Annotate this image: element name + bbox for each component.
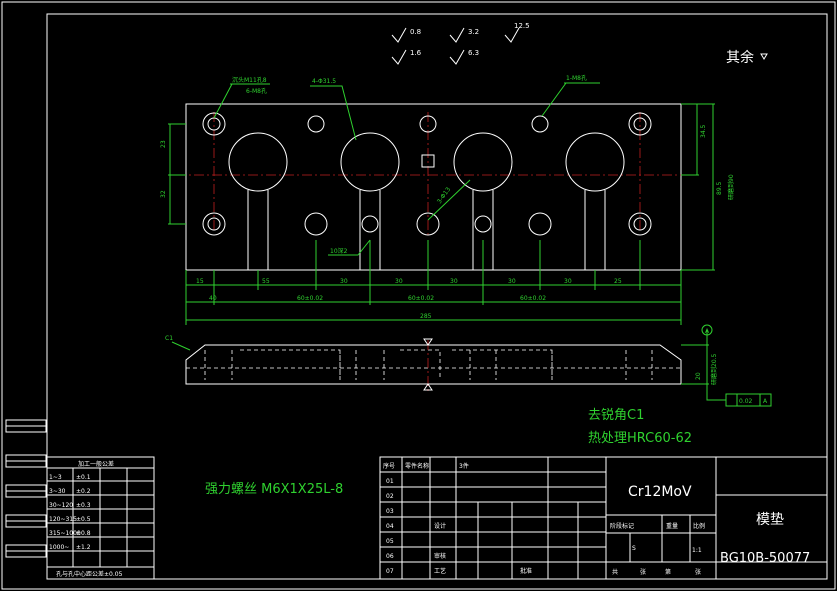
note-line2: 热处理HRC60-62	[588, 431, 692, 446]
pl-h1: 零件名称	[405, 462, 429, 470]
pl-note-approve: 批准	[520, 567, 532, 575]
scale-label: 比例	[693, 522, 705, 530]
dim-40: 40	[209, 295, 217, 302]
flat-datum: A	[763, 398, 768, 405]
hole-mid-note: 4-Φ31.5	[312, 78, 336, 85]
rough-6-3: 6.3	[468, 49, 479, 57]
tolerance-table: 加工一般公差 1~3 ±0.1 3~30 ±0.2 30~120 ±0.3 12…	[46, 456, 155, 580]
parts-list: 序号 零件名称 3件 01 02 03 04 05 06 07 设计 审核 工艺…	[379, 456, 828, 580]
sheet-label2: 张	[695, 568, 701, 576]
stage-label: 阶段标记	[610, 522, 634, 530]
pl-n04: 04	[386, 523, 394, 530]
dim-20-label: 研磨到20.5	[710, 353, 718, 385]
dim-89-label: 研磨到90	[727, 174, 735, 200]
hole-left-note: 沉头M11孔8	[232, 76, 267, 84]
side-strip	[5, 419, 47, 558]
tol-r4-val: ±0.8	[76, 530, 91, 537]
hole-small-note: 3-Φ13	[436, 186, 452, 205]
dim-60c: 60±0.02	[520, 295, 546, 302]
dim-30b: 30	[395, 278, 403, 285]
top-view	[176, 103, 694, 271]
dim-30e: 30	[564, 278, 572, 285]
datum-a: A	[705, 328, 710, 335]
pl-n07: 07	[386, 568, 394, 575]
part-name: 模垫	[756, 512, 784, 528]
tol-r3-val: ±0.5	[76, 516, 91, 523]
tol-r1-val: ±0.2	[76, 488, 91, 495]
title-block: Cr12MoV 模垫 BG10B-50077 阶段标记 重量 比例 1:1 S …	[605, 457, 827, 579]
tol-footer: 孔与孔中心距公差±0.05	[56, 570, 123, 578]
tol-r2-range: 30~120	[49, 502, 73, 509]
dim-60b: 60±0.02	[408, 295, 434, 302]
pl-h2: 3件	[459, 462, 469, 470]
pl-n06: 06	[386, 553, 394, 560]
screw-note: 强力螺丝 M6X1X25L-8	[205, 482, 343, 497]
side-view: C1 A 20 研磨到20.5 0.02 A	[165, 324, 772, 407]
tol-r4-range: 315~1000	[49, 530, 81, 537]
chamfer-note: C1	[165, 335, 173, 342]
dim-23: 23	[160, 140, 167, 148]
pl-n01: 01	[386, 478, 394, 485]
dim-30c: 30	[450, 278, 458, 285]
drawing-code: BG10B-50077	[720, 551, 810, 566]
material: Cr12MoV	[628, 484, 692, 500]
dim-285: 285	[420, 313, 432, 320]
pl-h0: 序号	[383, 462, 395, 470]
tol-r3-range: 120~315	[49, 516, 77, 523]
sheet-no: 第	[665, 568, 671, 576]
dim-25: 25	[614, 278, 622, 285]
rough-3-2: 3.2	[468, 28, 479, 36]
tol-r2-val: ±0.3	[76, 502, 91, 509]
pl-n03: 03	[386, 508, 394, 515]
rough-0-8: 0.8	[410, 28, 421, 36]
top-annotations: 沉头M11孔8 6-M8孔 4-Φ31.5 1-M8孔 3-Φ13 10深2 2…	[160, 74, 735, 271]
tol-r0-val: ±0.1	[76, 474, 91, 481]
tol-r5-range: 1000~	[49, 544, 69, 551]
flat-tol: 0.02	[739, 398, 753, 405]
stage-value: S	[632, 545, 636, 552]
slot-note: 10深2	[330, 247, 348, 255]
pl-note-process: 工艺	[434, 567, 446, 575]
sheet-label: 张	[640, 568, 646, 576]
dim-20: 20	[695, 372, 702, 380]
horizontal-dims: 15 55 30 30 30 30 30 25 40 60±0.02 60±0.…	[185, 240, 682, 325]
dim-89-5: 89.5	[716, 181, 723, 195]
dim-55: 55	[262, 278, 270, 285]
dim-32: 32	[160, 190, 167, 198]
notes: 去锐角C1 热处理HRC60-62 强力螺丝 M6X1X25L-8	[205, 408, 692, 497]
tol-r0-range: 1~3	[49, 474, 62, 481]
roughness-legend: 0.8 3.2 12.5 1.6 6.3 其余	[391, 22, 768, 66]
rough-1-6: 1.6	[410, 49, 422, 57]
pl-n05: 05	[386, 538, 394, 545]
pl-note-review: 审核	[434, 552, 446, 560]
tol-r5-val: ±1.2	[76, 544, 91, 551]
dim-30d: 30	[508, 278, 516, 285]
tol-r1-range: 3~30	[49, 488, 66, 495]
tol-title: 加工一般公差	[78, 460, 114, 468]
note-line1: 去锐角C1	[588, 408, 644, 423]
rough-rest-label: 其余	[726, 49, 754, 66]
dim-34-5: 34.5	[700, 124, 707, 138]
dim-30a: 30	[340, 278, 348, 285]
weight-label: 重量	[666, 522, 678, 530]
sheet-total: 共	[612, 568, 618, 576]
pl-n02: 02	[386, 493, 394, 500]
pl-note-design: 设计	[434, 522, 446, 530]
scale-value: 1:1	[692, 547, 702, 554]
inner-frame	[46, 13, 828, 580]
rough-12-5: 12.5	[514, 22, 530, 30]
hole-left-note2: 6-M8孔	[246, 87, 267, 95]
dim-60a: 60±0.02	[297, 295, 323, 302]
dim-15: 15	[196, 278, 204, 285]
hole-right-note: 1-M8孔	[566, 74, 587, 82]
